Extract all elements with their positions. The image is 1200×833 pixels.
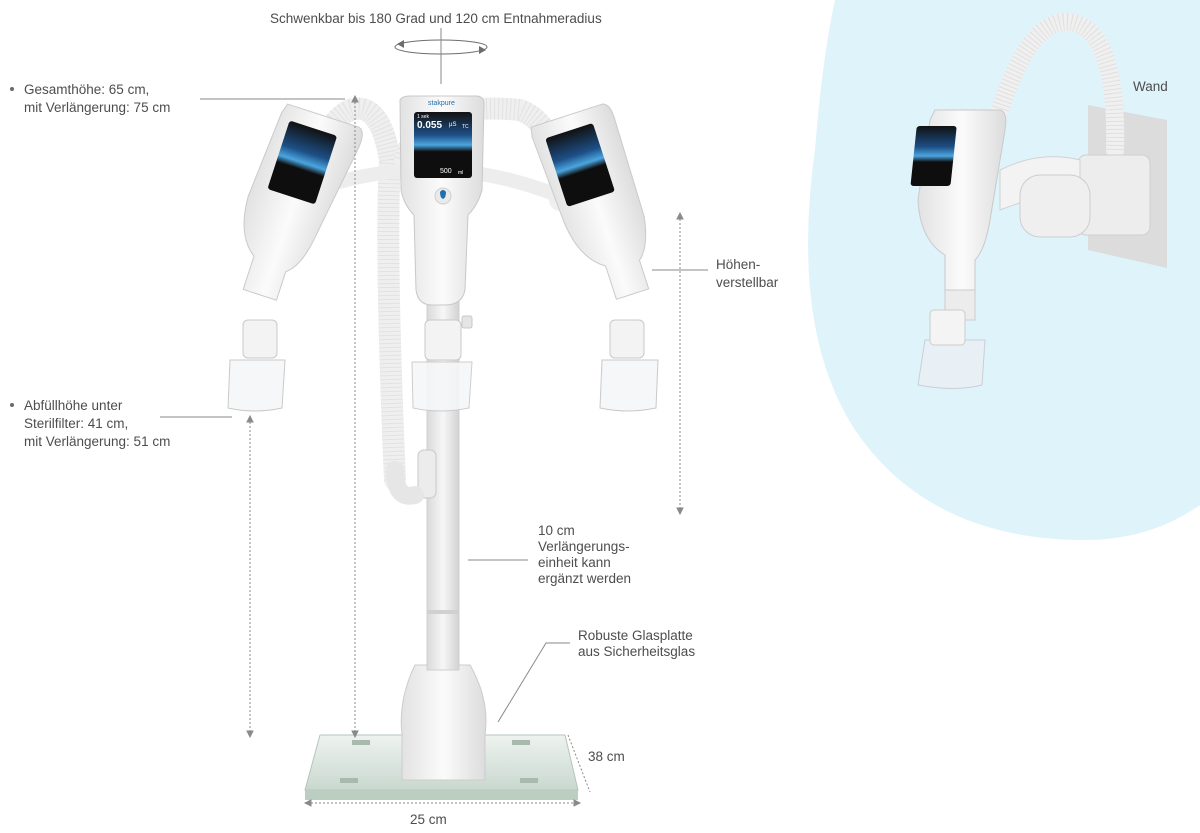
dim-width: [303, 799, 582, 807]
filter-left: [227, 319, 286, 412]
rotation-label: Schwenkbar bis 180 Grad und 120 cm Entna…: [270, 11, 602, 26]
mode-label: 1 sek: [417, 114, 429, 120]
volume-unit: ml: [458, 170, 464, 176]
glass-plate-label-1: Robuste Glasplatte: [578, 628, 693, 643]
dim-fill-height: [246, 414, 254, 739]
total-height-label-2: mit Verlängerung: 75 cm: [24, 100, 171, 115]
reading-value: 0.055: [417, 120, 443, 131]
brand-label: stakpure: [428, 100, 455, 107]
fill-height-label-2: Sterilfilter: 41 cm,: [24, 416, 129, 431]
extension-label-1: 10 cm: [538, 523, 575, 538]
wall-device: [910, 109, 1007, 389]
dim-height-adjust: [676, 211, 684, 516]
filter-right: [599, 319, 659, 412]
volume-value: 500: [440, 168, 452, 175]
filter-center: [411, 315, 473, 412]
total-height-label-1: Gesamthöhe: 65 cm,: [24, 82, 150, 97]
stand-foot: [400, 664, 487, 781]
device-center: [399, 95, 485, 306]
fill-height-label-3: mit Verlängerung: 51 cm: [24, 434, 171, 449]
fill-height-label-1: Abfüllhöhe unter: [24, 398, 123, 413]
device-right: [530, 103, 650, 300]
wall-label: Wand: [1133, 79, 1168, 94]
width-label: 25 cm: [410, 812, 447, 827]
extension-label-2: Verlängerungs-: [538, 539, 630, 554]
device-left: [242, 103, 363, 301]
depth-label: 38 cm: [588, 749, 625, 764]
bullet: [10, 403, 14, 407]
tc-label: TC: [462, 124, 469, 130]
extension-label-3: einheit kann: [538, 555, 611, 570]
dim-total-height: [351, 94, 359, 739]
wall-bracket: [999, 154, 1151, 238]
bullet: [10, 87, 14, 91]
reading-unit: µS: [449, 122, 457, 128]
extension-label-4: ergänzt werden: [538, 571, 632, 586]
glass-plate-label-2: aus Sicherheitsglas: [578, 644, 696, 659]
device-screen: stakpure 1 sek 0.055 µS TC 500 ml: [414, 100, 472, 178]
height-adjust-label-2: verstellbar: [716, 275, 779, 290]
height-adjust-label-1: Höhen-: [716, 257, 761, 272]
